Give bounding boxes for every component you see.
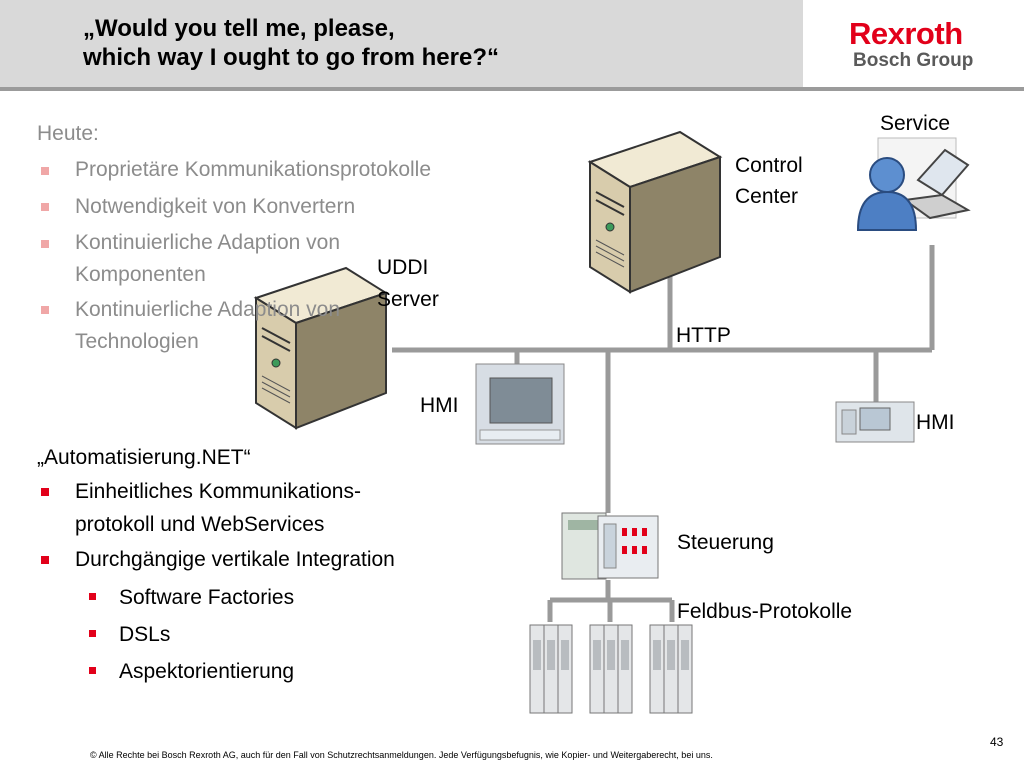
- future-item-1b: protokoll und WebServices: [75, 513, 325, 536]
- future-item-2: Durchgängige vertikale Integration: [75, 548, 395, 571]
- label-service: Service: [880, 112, 951, 135]
- hmi-right-icon: [835, 401, 915, 443]
- bullet: [41, 488, 49, 496]
- bullet: [41, 240, 49, 248]
- header-band: [0, 0, 803, 87]
- today-item-3b: Komponenten: [75, 263, 206, 286]
- future-heading: „Automatisierung.NET“: [37, 446, 251, 469]
- slide-title: „Would you tell me, please, which way I …: [83, 14, 783, 72]
- logo-area: [803, 0, 1024, 87]
- logo-rexroth: Rexroth: [849, 16, 963, 51]
- today-item-3a: Kontinuierliche Adaption von: [75, 231, 341, 254]
- label-hmi-left: HMI: [420, 394, 459, 417]
- label-control-center-2: Center: [735, 185, 799, 208]
- label-http: HTTP: [676, 324, 731, 347]
- title-line-1: „Would you tell me, please,: [83, 15, 395, 42]
- today-item-2: Notwendigkeit von Konvertern: [75, 195, 356, 218]
- sub-bullet: [89, 630, 96, 637]
- label-uddi-1: UDDI: [377, 256, 429, 279]
- plc-icon: [561, 512, 659, 580]
- today-item-4b: Technologien: [75, 330, 199, 353]
- page-number: 43: [990, 735, 1004, 749]
- label-feldbus: Feldbus-Protokolle: [677, 600, 853, 623]
- future-subitem-2: DSLs: [119, 623, 171, 646]
- future-subitem-3: Aspektorientierung: [119, 660, 295, 683]
- today-item-4a: Kontinuierliche Adaption von: [75, 298, 341, 321]
- header-rule: [0, 87, 1024, 91]
- control-center-server-icon: [587, 130, 723, 294]
- future-item-1a: Einheitliches Kommunikations-: [75, 480, 361, 503]
- today-heading: Heute:: [37, 122, 99, 145]
- future-subitem-1: Software Factories: [119, 586, 295, 609]
- footer-copyright: © Alle Rechte bei Bosch Rexroth AG, auch…: [90, 750, 713, 760]
- bullet: [41, 556, 49, 564]
- bullet: [41, 306, 49, 314]
- hmi-left-icon: [475, 363, 565, 445]
- logo-bosch-group: Bosch Group: [853, 50, 974, 71]
- bullet: [41, 167, 49, 175]
- uddi-server-icon: [253, 266, 389, 430]
- label-uddi-2: Server: [377, 288, 439, 311]
- today-item-1: Proprietäre Kommunikationsprotokolle: [75, 158, 432, 181]
- service-user-icon: [856, 137, 971, 231]
- sub-bullet: [89, 667, 96, 674]
- label-steuerung: Steuerung: [677, 531, 774, 554]
- bullet: [41, 203, 49, 211]
- network-lines: [392, 245, 935, 622]
- sub-bullet: [89, 593, 96, 600]
- label-control-center-1: Control: [735, 154, 803, 177]
- title-line-2: which way I ought to go from here?“: [83, 44, 500, 71]
- label-hmi-right: HMI: [916, 411, 955, 434]
